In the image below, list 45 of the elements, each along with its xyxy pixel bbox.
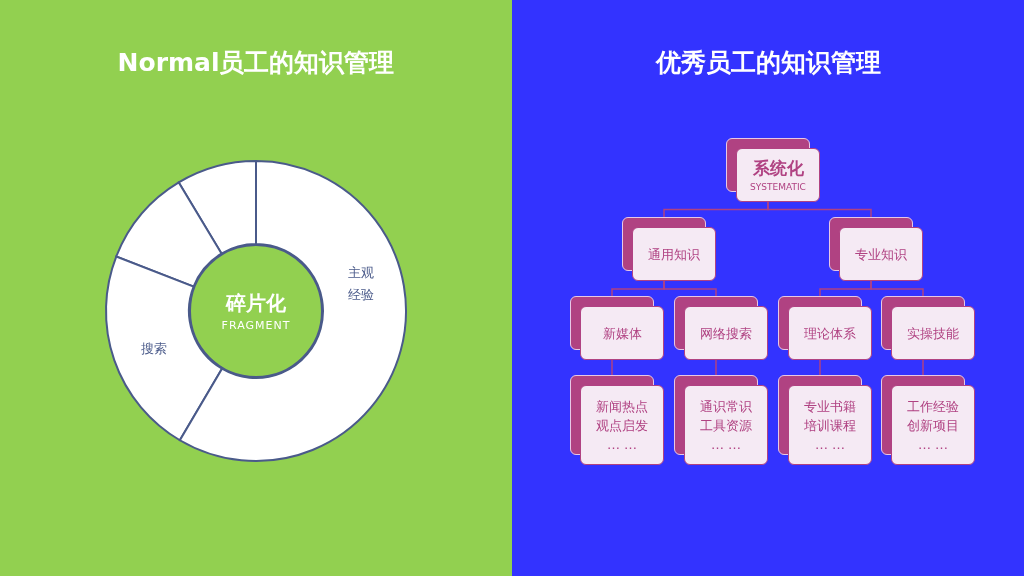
tree-box <box>674 375 768 465</box>
tree-box <box>881 375 975 465</box>
tree-box <box>829 217 923 281</box>
center-title: 碎片化 <box>226 290 286 317</box>
box-text: 培训课程 <box>804 416 856 435</box>
connector-line <box>715 359 717 376</box>
box-text: … … <box>917 435 949 454</box>
tree-box <box>570 296 664 360</box>
tree-box <box>674 296 768 360</box>
box-text: 通识常识 <box>700 397 752 416</box>
box-text: 通用知识 <box>648 245 700 264</box>
donut-slice <box>115 181 223 288</box>
box-text: … … <box>606 435 638 454</box>
subtitle: FRAGMENT <box>221 318 291 334</box>
box-text: 专业书籍 <box>804 397 856 416</box>
donut-slice <box>177 160 257 255</box>
box-text: 专业知识 <box>855 245 907 264</box>
connector-line <box>819 359 821 376</box>
box-text: 理论体系 <box>804 324 856 343</box>
donut-slice: 搜索 <box>105 255 223 442</box>
box-text: 创新项目 <box>907 416 959 435</box>
connector-line <box>870 280 924 297</box>
tree-box <box>622 217 716 281</box>
box-text: 新媒体 <box>602 324 642 343</box>
tree-box <box>778 296 872 360</box>
box-text: 观点启发 <box>596 416 648 435</box>
box-text: … … <box>710 435 742 454</box>
connector-line <box>663 280 717 297</box>
box-text: 新闻热点 <box>596 397 648 416</box>
heading: 优秀员工的知识管理 <box>655 47 881 79</box>
tree-box <box>881 296 975 360</box>
box-text: 工具资源 <box>700 416 752 435</box>
tree-box <box>726 138 820 202</box>
box-title: 系统化 <box>752 157 804 180</box>
box-text: 工作经验 <box>907 397 959 416</box>
box-text: 网络搜索 <box>700 324 752 343</box>
box-text: 实操技能 <box>907 324 959 343</box>
tree-box <box>570 375 664 465</box>
connector-line <box>611 359 613 376</box>
heading: Normal员工的知识管理 <box>117 47 395 79</box>
connector-line <box>767 201 872 218</box>
subtitle: SYSTEMATIC <box>750 181 806 194</box>
tree-box <box>778 375 872 465</box>
box-text: … … <box>814 435 846 454</box>
connector-line <box>922 359 924 376</box>
